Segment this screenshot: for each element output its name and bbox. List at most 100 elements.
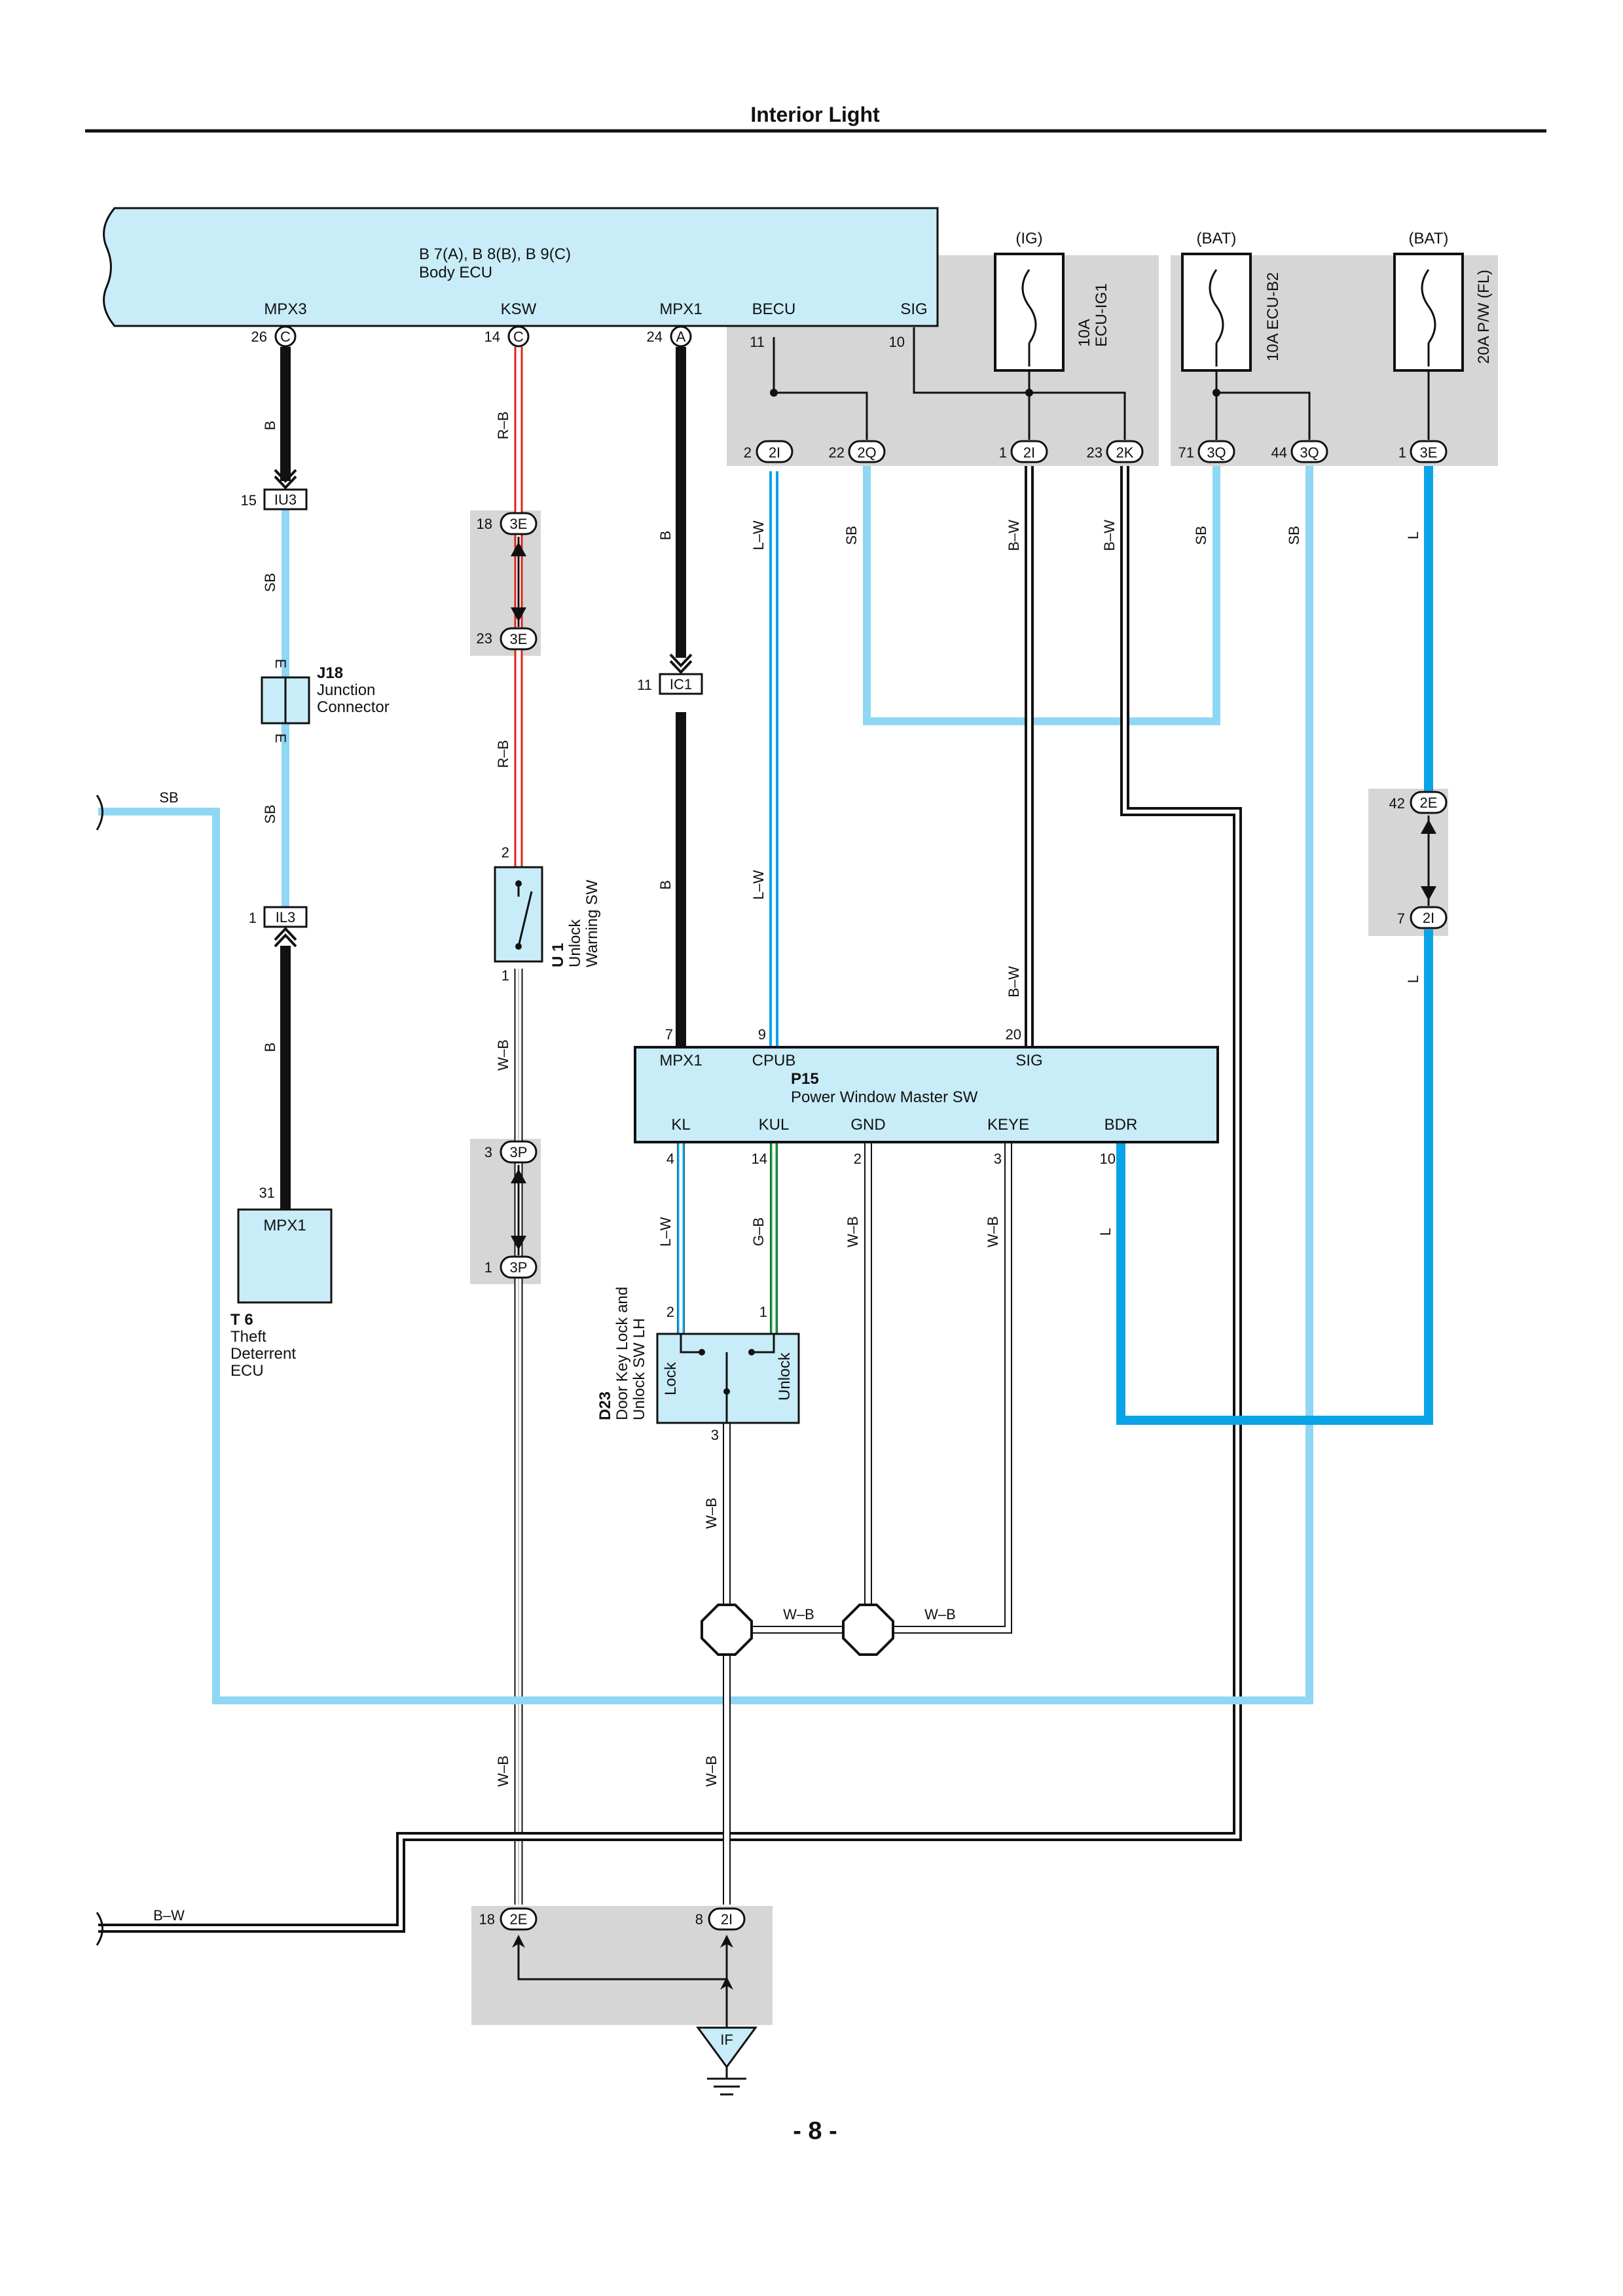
svg-text:L: L	[1405, 531, 1421, 539]
svg-text:Lock: Lock	[662, 1361, 680, 1395]
svg-text:11: 11	[637, 677, 652, 693]
svg-text:MPX1: MPX1	[263, 1217, 306, 1234]
svg-text:Power Window Master SW: Power Window Master SW	[791, 1088, 978, 1106]
svg-text:1: 1	[759, 1304, 767, 1320]
svg-text:L–W: L–W	[657, 1217, 674, 1246]
svg-text:W–B: W–B	[703, 1498, 720, 1529]
svg-text:GND: GND	[850, 1116, 885, 1134]
svg-text:2Q: 2Q	[857, 444, 876, 461]
svg-text:Theft: Theft	[230, 1328, 266, 1346]
body-ecu: B 7(A), B 8(B), B 9(C) Body ECU MPX3 KSW…	[103, 207, 939, 327]
svg-text:B: B	[262, 1043, 278, 1052]
svg-text:D23: D23	[596, 1391, 614, 1420]
svg-text:3P: 3P	[510, 1259, 528, 1276]
body-ecu-name: Body ECU	[419, 264, 492, 281]
svg-text:7: 7	[1397, 910, 1405, 927]
svg-text:Junction: Junction	[317, 681, 375, 699]
svg-text:W–B: W–B	[985, 1216, 1001, 1247]
svg-text:U 1: U 1	[549, 943, 567, 967]
svg-text:8: 8	[695, 1911, 703, 1928]
svg-text:R–B: R–B	[495, 412, 511, 440]
svg-text:L–W: L–W	[750, 520, 767, 550]
svg-text:KL: KL	[671, 1116, 690, 1134]
left-wire-bw: B–W	[153, 1907, 185, 1924]
svg-text:9: 9	[758, 1026, 766, 1043]
svg-text:10: 10	[1100, 1151, 1116, 1167]
svg-text:T 6: T 6	[230, 1311, 253, 1329]
left-wire-stubs: SB B–W	[96, 789, 185, 1946]
svg-text:2: 2	[744, 444, 752, 461]
svg-text:1: 1	[249, 910, 257, 926]
left-wire-sb: SB	[159, 789, 178, 806]
svg-text:L–W: L–W	[750, 870, 767, 899]
svg-text:2I: 2I	[1023, 444, 1035, 461]
ecu-terminal-becu: BECU	[752, 300, 796, 318]
splice-points	[701, 1604, 894, 1656]
svg-text:W–B: W–B	[495, 1755, 511, 1787]
svg-text:SIG: SIG	[1015, 1052, 1042, 1069]
svg-text:7: 7	[665, 1026, 673, 1043]
svg-text:Connector: Connector	[317, 698, 390, 716]
svg-text:KEYE: KEYE	[987, 1116, 1029, 1134]
fuse-pw-label: 20A P/W (FL)	[1475, 270, 1493, 364]
svg-text:1: 1	[999, 444, 1007, 461]
t6-theft-deterrent-ecu: 31 MPX1 T 6 Theft Deterrent ECU	[230, 1185, 333, 1380]
wire-labels: B SB SB B R–B R–B W–B W–B B B L–W L–W SB…	[262, 412, 1421, 1787]
p15-power-window-master-sw: 7 9 20 MPX1 CPUB SIG P15 Power Window Ma…	[634, 1026, 1219, 1167]
ecu-terminal-sig: SIG	[900, 300, 927, 318]
svg-text:3E: 3E	[510, 516, 528, 532]
svg-text:C: C	[280, 329, 291, 345]
svg-text:Deterrent: Deterrent	[230, 1345, 296, 1363]
svg-text:2E: 2E	[1420, 795, 1438, 811]
fuse-ecu-b2-label: 10A ECU-B2	[1264, 272, 1282, 361]
svg-text:2: 2	[666, 1304, 674, 1320]
svg-text:3Q: 3Q	[1207, 444, 1226, 461]
svg-text:B: B	[657, 880, 674, 890]
svg-text:10: 10	[889, 334, 905, 350]
svg-text:W–B: W–B	[703, 1755, 720, 1787]
svg-text:18: 18	[479, 1911, 495, 1928]
svg-text:71: 71	[1178, 444, 1194, 461]
svg-text:1: 1	[1398, 444, 1406, 461]
svg-text:1: 1	[484, 1259, 492, 1276]
ground-symbol-if: IF	[696, 2026, 757, 2096]
svg-text:MPX1: MPX1	[659, 1052, 702, 1069]
connector-2e-2i-pair: 42 2E 7 2I	[1389, 791, 1448, 929]
svg-text:2: 2	[501, 844, 509, 861]
ecu-pins: 26 C 14 C 24 A 11 10	[251, 325, 905, 350]
svg-text:BDR: BDR	[1104, 1116, 1138, 1134]
svg-text:IU3: IU3	[274, 492, 297, 508]
svg-text:42: 42	[1389, 795, 1405, 812]
page-title: Interior Light	[750, 103, 880, 126]
svg-text:J18: J18	[317, 664, 343, 682]
svg-text:2I: 2I	[1423, 910, 1434, 926]
svg-text:B–W: B–W	[1006, 966, 1022, 997]
fuse-ig1: (IG) 10A ECU-IG1	[994, 230, 1110, 372]
svg-text:W–B: W–B	[924, 1606, 956, 1623]
svg-text:Unlock: Unlock	[566, 919, 584, 967]
svg-text:3: 3	[711, 1427, 719, 1443]
connector-iu3: 15 IU3	[241, 469, 308, 511]
svg-text:(IG): (IG)	[1015, 230, 1042, 247]
u1-unlock-warning-sw: 2 1 U 1 Unlock Warning SW	[494, 844, 601, 984]
svg-text:(BAT): (BAT)	[1409, 230, 1449, 247]
body-ecu-code: B 7(A), B 8(B), B 9(C)	[419, 245, 571, 263]
svg-text:W–B: W–B	[495, 1039, 511, 1071]
svg-text:Warning SW: Warning SW	[583, 880, 601, 967]
svg-text:IC1: IC1	[670, 676, 692, 692]
svg-text:10A: 10A	[1076, 319, 1093, 347]
wires	[98, 327, 1433, 2028]
svg-text:Unlock: Unlock	[776, 1352, 793, 1401]
svg-text:2I: 2I	[769, 444, 780, 461]
svg-text:B–W: B–W	[1006, 520, 1022, 551]
junction-dots	[770, 389, 1220, 397]
svg-text:3E: 3E	[510, 631, 528, 647]
svg-text:3: 3	[994, 1151, 1002, 1167]
ecu-terminal-mpx1: MPX1	[659, 300, 702, 318]
svg-text:W–B: W–B	[783, 1606, 814, 1623]
svg-text:14: 14	[484, 329, 500, 345]
svg-text:ECU: ECU	[230, 1362, 264, 1380]
svg-text:15: 15	[241, 492, 257, 509]
